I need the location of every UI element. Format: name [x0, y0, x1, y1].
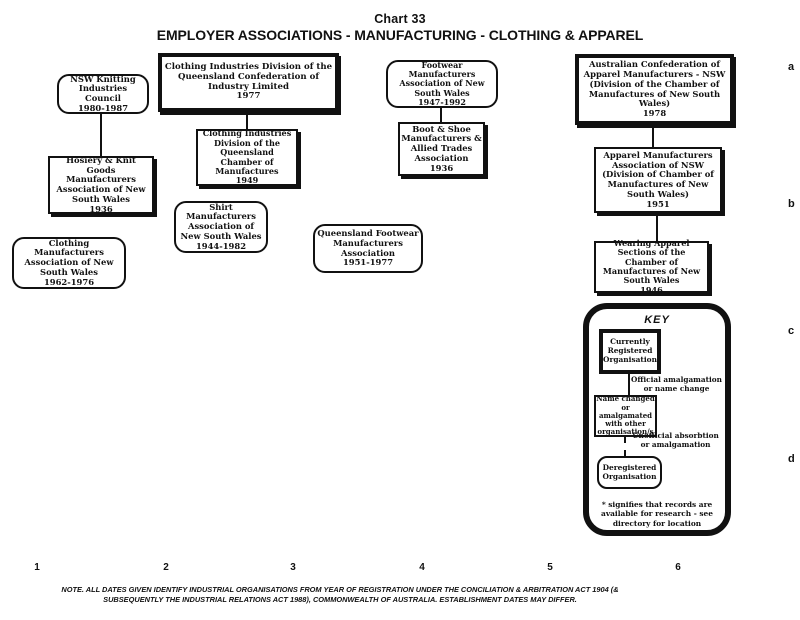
key-registered-box: Currently Registered Organisation — [599, 329, 661, 374]
node-date: 1951 — [646, 198, 670, 209]
connector-line — [100, 114, 102, 156]
node-name: Wearing Apparel Sections of the Chamber … — [602, 237, 701, 286]
key-dashed-line-label: Unofficial absorbtion or amalgamation — [632, 431, 719, 450]
node-name: Boot & Shoe Manufacturers & Allied Trade… — [401, 123, 482, 163]
node-date: 1980-1987 — [77, 102, 129, 113]
grid-column-label-1: 1 — [34, 562, 40, 573]
node-name: Australian Confederation of Apparel Manu… — [583, 59, 726, 109]
key-solid-line-label: Official amalgamation or name change — [631, 375, 722, 394]
node-shirt-manufacturers: Shirt Manufacturers Association of New S… — [174, 201, 268, 253]
grid-column-label-4: 4 — [419, 562, 425, 573]
chart-number: Chart 33 — [374, 12, 426, 26]
node-date: 1944-1982 — [195, 240, 247, 251]
key-amalgamated-box: Name changed or amalgamated with other o… — [594, 395, 657, 437]
grid-row-label-d: d — [788, 453, 795, 465]
node-date: 1936 — [89, 203, 113, 214]
node-date: 1977 — [236, 91, 261, 102]
node-clothing-manufacturers-nsw: Clothing Manufacturers Association of Ne… — [12, 237, 126, 289]
connector-line — [656, 213, 658, 241]
grid-row-label-c: c — [788, 325, 795, 337]
node-name: Clothing Industries Division of the Quee… — [164, 61, 333, 92]
node-australian-confederation-apparel: Australian Confederation of Apparel Manu… — [575, 54, 734, 125]
node-nsw-knitting: NSW Knitting Industries Council 1980-198… — [57, 74, 149, 114]
key-dashed-connector-line — [624, 437, 626, 456]
key-title: KEY — [644, 314, 670, 326]
key-solid-connector-line — [628, 374, 630, 395]
node-wearing-apparel-sections: Wearing Apparel Sections of the Chamber … — [594, 237, 709, 295]
key-footnote: * signifies that records are available f… — [601, 500, 713, 528]
node-date: 1936 — [429, 162, 454, 173]
node-name: Clothing Industries Division of the Quee… — [202, 128, 292, 176]
node-name: Hosiery & Knit Goods Manufacturers Assoc… — [56, 154, 146, 204]
grid-row-label-b: b — [788, 198, 795, 210]
node-footwear-manufacturers-nsw: Footwear Manufacturers Association of Ne… — [386, 60, 498, 108]
footer-note-line1: NOTE. ALL DATES GIVEN IDENTIFY INDUSTRIA… — [61, 585, 619, 594]
grid-column-label-6: 6 — [675, 562, 681, 573]
footer-note: NOTE. ALL DATES GIVEN IDENTIFY INDUSTRIA… — [25, 585, 655, 605]
node-date: 1978 — [642, 108, 667, 118]
node-date: 1947-1992 — [418, 96, 466, 107]
node-clothing-industries-qld-confederation: Clothing Industries Division of the Quee… — [158, 53, 339, 112]
title-block: Chart 33 EMPLOYER ASSOCIATIONS - MANUFAC… — [0, 12, 800, 43]
node-date: 1951-1977 — [342, 257, 394, 268]
key-legend: KEY Currently Registered Organisation Of… — [583, 303, 731, 536]
grid-column-label-2: 2 — [163, 562, 169, 573]
chart-title: EMPLOYER ASSOCIATIONS - MANUFACTURING - … — [156, 27, 644, 43]
node-boot-shoe-allied-trades: Boot & Shoe Manufacturers & Allied Trade… — [398, 122, 485, 176]
node-name: Apparel Manufacturers Association of NSW… — [602, 149, 714, 199]
node-date: 1962-1976 — [43, 276, 95, 287]
node-name: Queensland Footwear Manufacturers Associ… — [317, 228, 419, 258]
connector-line — [440, 108, 442, 123]
footer-note-line2: SUBSEQUENTLY THE INDUSTRIAL RELATIONS AC… — [103, 594, 577, 604]
node-qld-footwear-manufacturers: Queensland Footwear Manufacturers Associ… — [313, 224, 423, 273]
connector-line — [246, 112, 248, 129]
node-name: Clothing Manufacturers Association of Ne… — [24, 237, 114, 277]
node-clothing-industries-qld-chamber: Clothing Industries Division of the Quee… — [196, 129, 298, 186]
node-name: Footwear Manufacturers Association of Ne… — [399, 59, 485, 98]
node-hosiery-knit-goods: Hosiery & Knit Goods Manufacturers Assoc… — [48, 154, 154, 214]
grid-column-label-5: 5 — [547, 562, 553, 573]
key-deregistered-box: Deregistered Organisation — [597, 456, 662, 489]
node-apparel-manufacturers-nsw: Apparel Manufacturers Association of NSW… — [594, 147, 722, 213]
node-name: NSW Knitting Industries Council — [70, 73, 136, 103]
node-name: Shirt Manufacturers Association of New S… — [180, 201, 262, 241]
node-date: 1946 — [640, 284, 663, 295]
node-date: 1949 — [235, 175, 259, 186]
connector-line — [652, 125, 654, 147]
grid-column-label-3: 3 — [290, 562, 296, 573]
grid-row-label-a: a — [788, 61, 795, 73]
